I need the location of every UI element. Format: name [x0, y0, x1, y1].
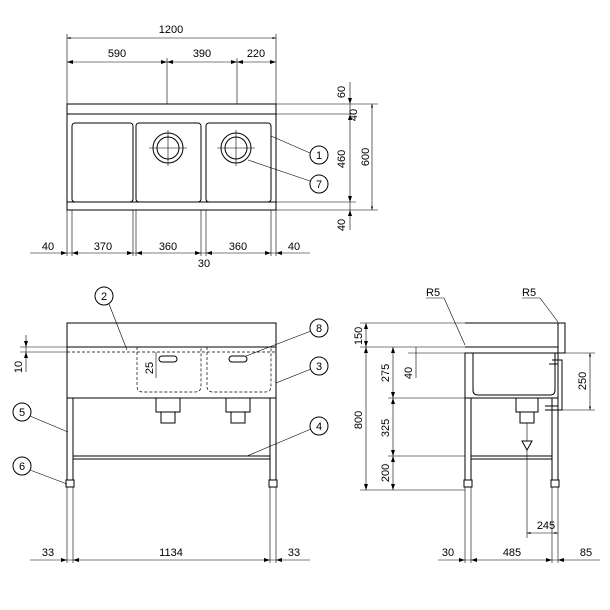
dim-40-top: 40 [348, 109, 360, 121]
callout-2 [94, 286, 114, 306]
callout-7 [309, 174, 329, 194]
dim-1134: 1134 [159, 547, 183, 559]
label-r5-left: R5 [426, 287, 440, 299]
dim-220: 220 [247, 48, 265, 60]
callout-4 [309, 416, 329, 436]
callout-6-label: 6 [19, 461, 25, 473]
dim-bottom-40-left: 40 [42, 241, 54, 253]
callout-2-label: 2 [101, 291, 107, 303]
dim-10: 10 [13, 361, 25, 373]
callout-7-label: 7 [316, 179, 322, 191]
dim-width-1200: 1200 [159, 24, 183, 36]
callout-3 [309, 356, 329, 376]
callout-6 [12, 456, 32, 476]
dim-25: 25 [144, 362, 156, 374]
callout-8 [309, 318, 329, 338]
top-view: 1200 590 390 220 [30, 24, 378, 270]
dim-60: 60 [336, 86, 348, 98]
dim-30: 30 [198, 258, 210, 270]
callout-4-label: 4 [316, 421, 322, 433]
dim-33-right: 33 [288, 547, 300, 559]
side-view: R5 R5 [353, 287, 600, 563]
dim-85: 85 [580, 547, 592, 559]
dim-390: 390 [193, 48, 211, 60]
front-view: 10 25 33 1134 33 2 8 3 4 5 6 [12, 286, 329, 563]
callout-1 [309, 145, 329, 165]
callout-8-label: 8 [316, 323, 322, 335]
dim-40-side: 40 [403, 367, 415, 379]
dim-360-right: 360 [229, 241, 247, 253]
dim-40-bottom: 40 [336, 219, 348, 231]
dim-245: 245 [537, 520, 555, 532]
dim-600: 600 [360, 148, 372, 166]
dim-360-left: 360 [159, 241, 177, 253]
dim-bottom-40-right: 40 [288, 241, 300, 253]
callout-3-label: 3 [316, 361, 322, 373]
dim-250: 250 [577, 372, 589, 390]
dim-200: 200 [380, 464, 392, 482]
dim-33-left: 33 [42, 547, 54, 559]
dim-370: 370 [94, 241, 112, 253]
dim-325: 325 [380, 419, 392, 437]
callout-5 [12, 402, 32, 422]
dim-590: 590 [108, 48, 126, 60]
dim-150: 150 [353, 327, 365, 345]
callout-5-label: 5 [19, 407, 25, 419]
dim-275: 275 [380, 364, 392, 382]
dim-side-30: 30 [442, 547, 454, 559]
dim-800: 800 [353, 411, 365, 429]
dim-485: 485 [503, 547, 521, 559]
dim-460: 460 [336, 150, 348, 168]
callout-1-label: 1 [316, 150, 322, 162]
label-r5-right: R5 [522, 287, 536, 299]
